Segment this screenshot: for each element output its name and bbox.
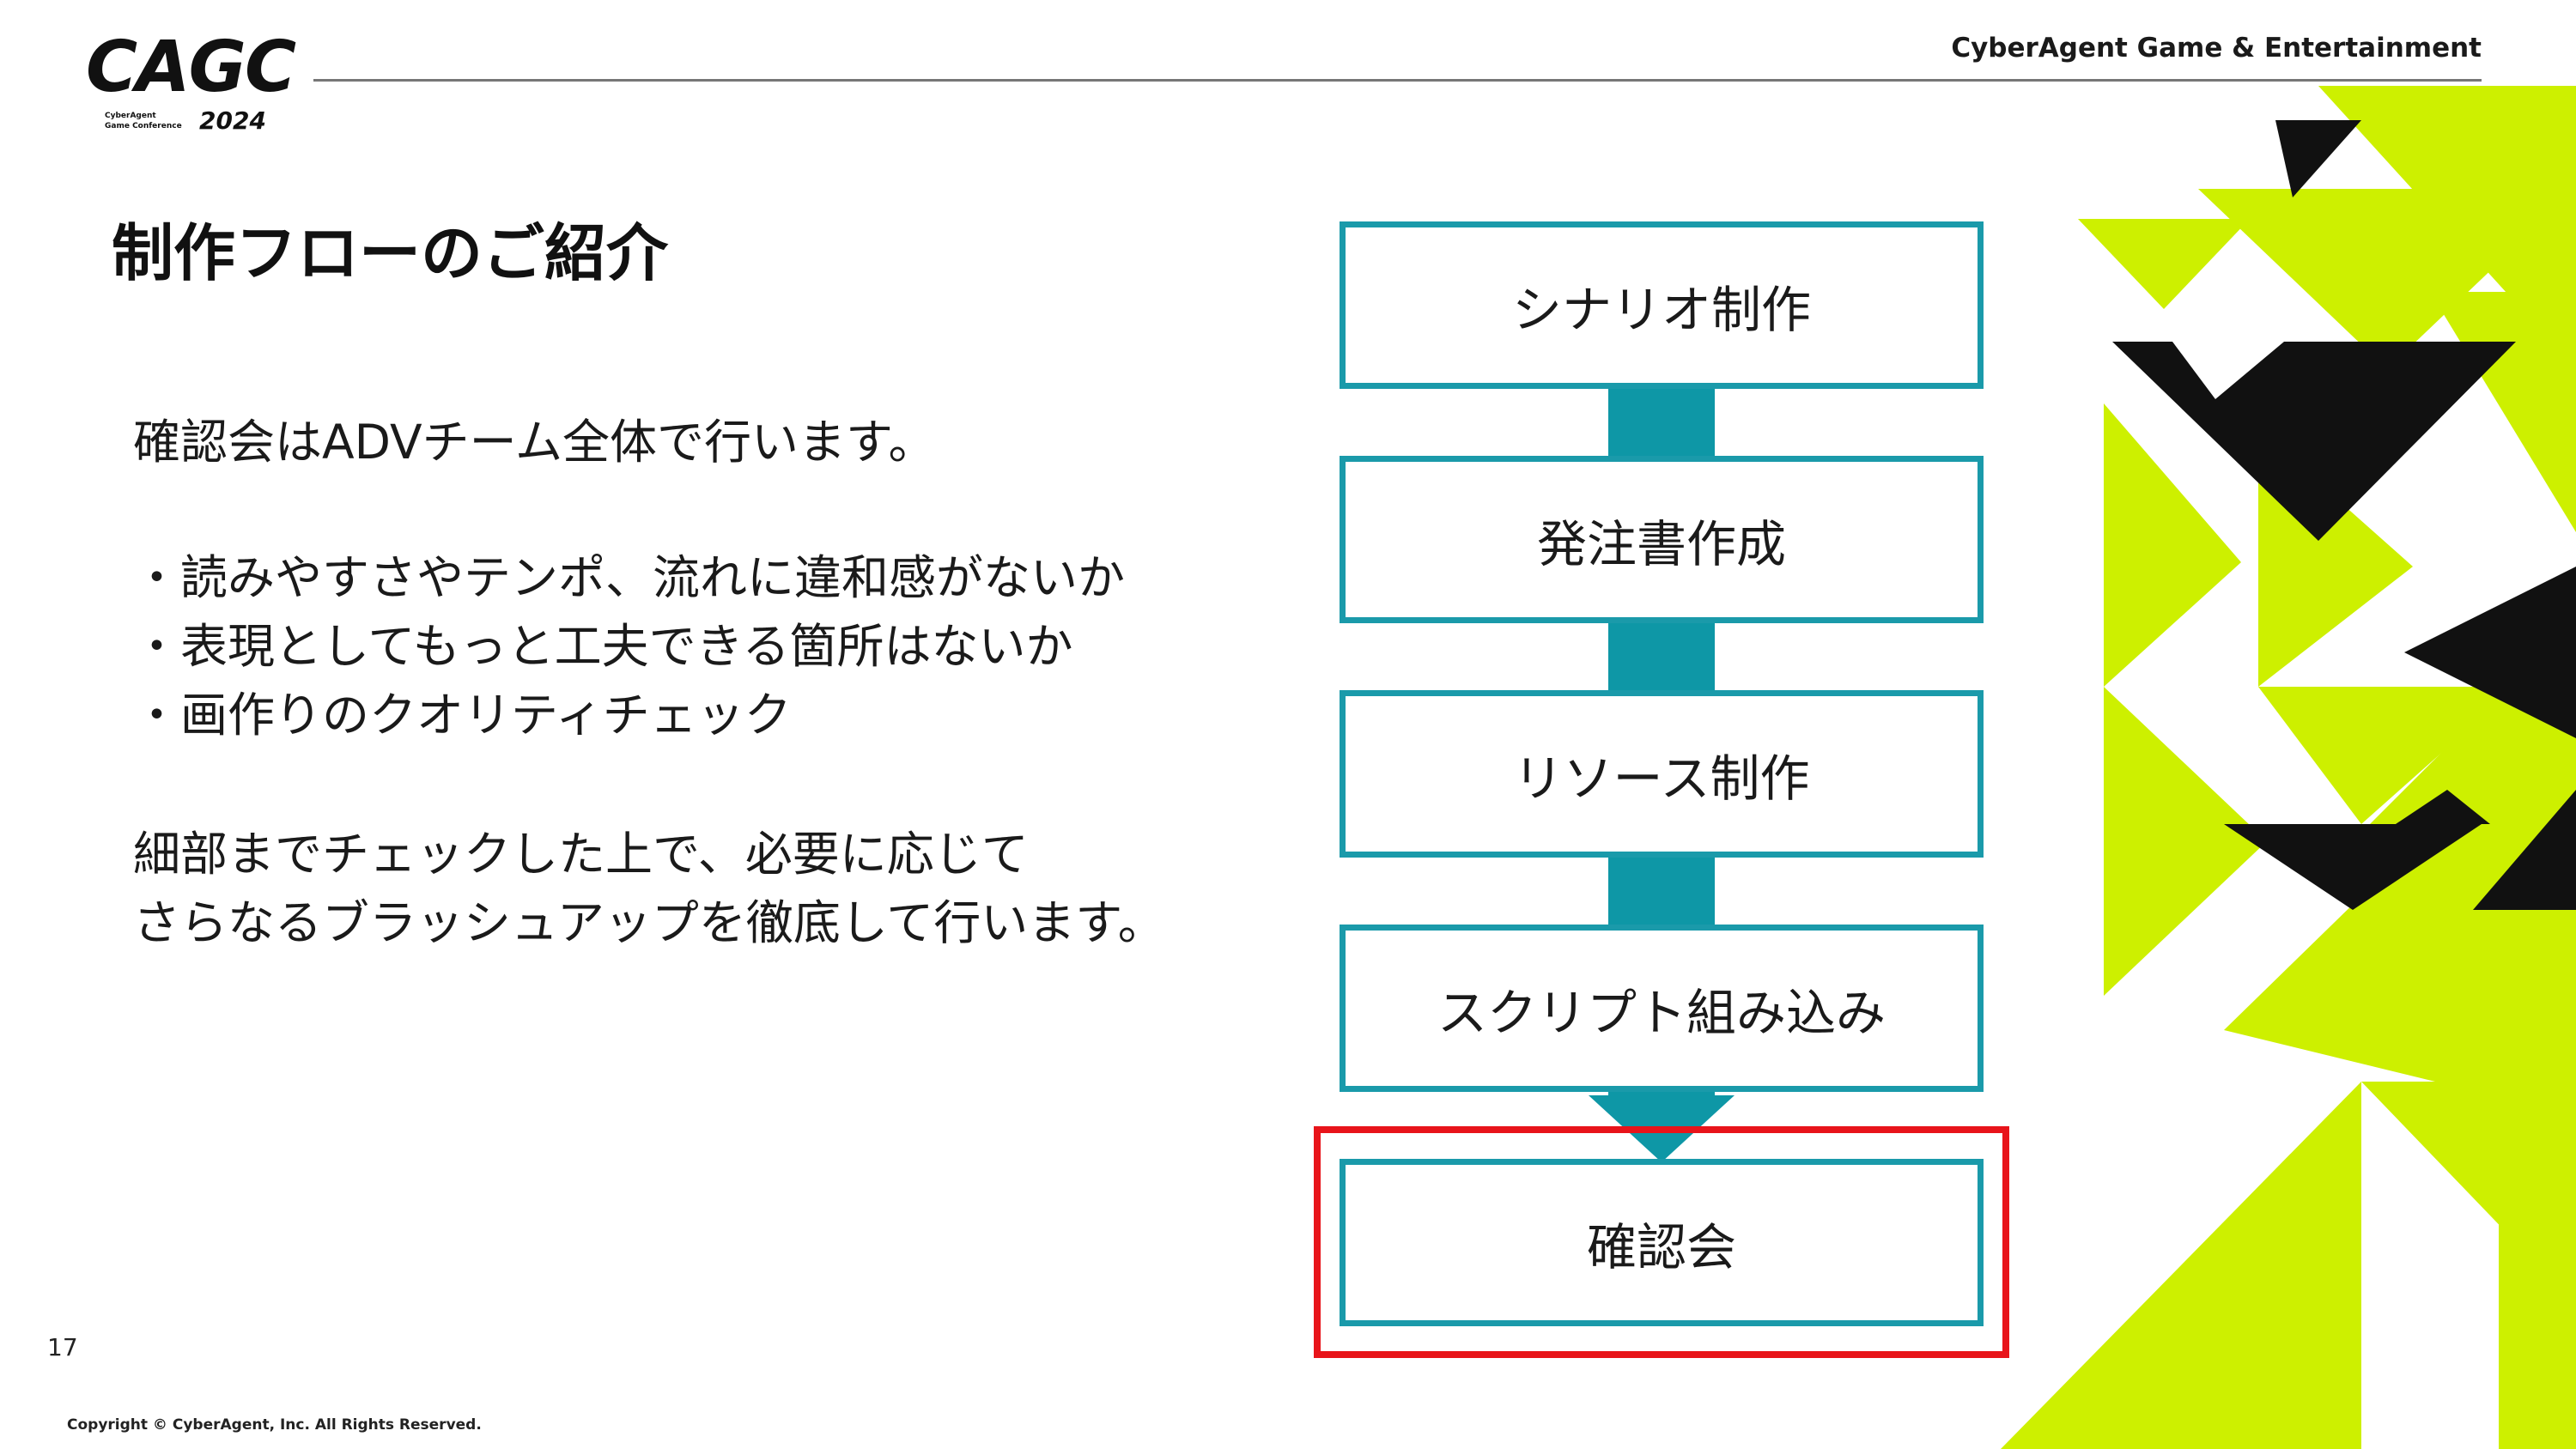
highlight-frame — [1314, 1126, 2009, 1358]
flow-step-order-sheet: 発注書作成 — [1340, 456, 1984, 623]
flow-step-label: リソース制作 — [1513, 749, 1810, 808]
decorative-triangles — [2001, 86, 2576, 1449]
page-number: 17 — [47, 1333, 78, 1361]
bullet-item: ・表現としてもっと工夫できる箇所はないか — [133, 619, 1073, 674]
logo-subtitle-line1: CyberAgent — [105, 112, 156, 120]
slide-title: 制作フローのご紹介 — [112, 217, 669, 289]
logo-year: 2024 — [199, 106, 266, 135]
company-name: CyberAgent Game & Entertainment — [1951, 33, 2482, 64]
flow-step-label: スクリプト組み込み — [1437, 983, 1886, 1042]
flow-connector — [1608, 857, 1715, 930]
bullet-item: ・読みやすさやテンポ、流れに違和感がないか — [133, 550, 1126, 605]
copyright-notice: Copyright © CyberAgent, Inc. All Rights … — [67, 1416, 482, 1434]
body-intro: 確認会はADVチーム全体で行います。 — [133, 415, 936, 470]
logo-wordmark: CAGC — [86, 27, 296, 108]
body-closing-line1: 細部までチェックした上で、必要に応じて — [133, 827, 1029, 882]
header-divider — [313, 79, 2482, 82]
flow-connector — [1608, 622, 1715, 695]
flow-step-label: 発注書作成 — [1536, 514, 1786, 573]
body-closing-line2: さらなるブラッシュアップを徹底して行います。 — [133, 895, 1165, 950]
flow-step-label: 確認会 — [1586, 1217, 1736, 1276]
cagc-logo: CAGC CyberAgent Game Conference 2024 — [86, 27, 296, 136]
flow-step-label: シナリオ制作 — [1511, 280, 1811, 339]
logo-subtitle-line2: Game Conference — [105, 122, 182, 130]
flow-step-script: スクリプト組み込み — [1340, 925, 1984, 1092]
flow-step-resource: リソース制作 — [1340, 690, 1984, 858]
flow-step-review-meeting: 確認会 — [1340, 1159, 1984, 1326]
flow-step-scenario: シナリオ制作 — [1340, 221, 1984, 389]
bullet-item: ・画作りのクオリティチェック — [133, 688, 792, 743]
flow-connector — [1608, 388, 1715, 461]
